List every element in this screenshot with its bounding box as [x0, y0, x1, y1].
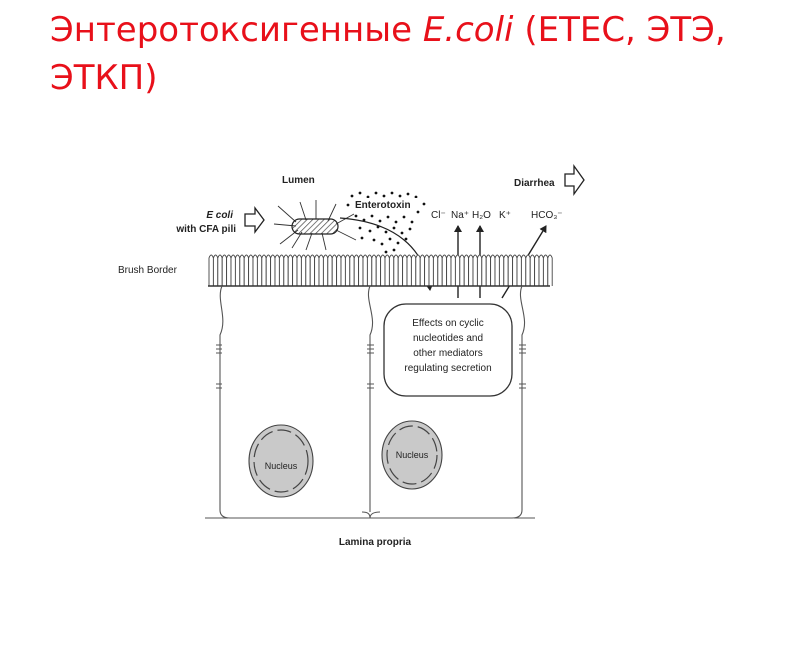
title-part-2: (ETEC, ЭТЭ, ЭТКП) — [50, 10, 726, 98]
effects-line-1: Effects on cyclic — [412, 318, 484, 329]
lumen-label: Lumen — [282, 175, 315, 186]
nucleus-right: Nucleus — [381, 420, 443, 490]
ecoli-bacterium-icon — [273, 200, 357, 251]
ion-h2o-label: H₂O — [472, 210, 491, 221]
diarrhea-label: Diarrhea — [514, 178, 555, 189]
cfa-pili-label: with CFA pili — [175, 224, 236, 235]
title-italic-ecoli: E.coli — [422, 10, 514, 50]
cell-junctions — [216, 344, 526, 389]
nucleus-right-label: Nucleus — [396, 450, 429, 460]
title-part-1: Энтеротоксигенные — [50, 10, 423, 50]
ion-cl-label: Cl⁻ — [431, 210, 446, 221]
brush-border-label: Brush Border — [118, 265, 178, 276]
ecoli-label: E coli — [206, 210, 233, 221]
enterotoxin-particles — [346, 191, 426, 254]
effects-box — [383, 303, 513, 397]
effects-line-4: regulating secretion — [404, 363, 491, 374]
diarrhea-arrow-icon — [564, 163, 585, 197]
effects-line-2: nucleotides and — [413, 333, 483, 344]
nucleus-left-label: Nucleus — [265, 461, 298, 471]
ecoli-arrow-icon — [244, 206, 265, 234]
lamina-propria-label: Lamina propria — [339, 537, 412, 548]
ion-hco3-label: HCO₃⁻ — [531, 210, 563, 221]
brush-border-microvilli — [208, 254, 553, 286]
enterotoxin-label: Enterotoxin — [355, 200, 411, 211]
ion-k-label: K⁺ — [499, 210, 511, 221]
epithelial-cells — [205, 285, 535, 519]
nucleus-left: Nucleus — [248, 424, 314, 498]
ion-na-label: Na⁺ — [451, 210, 469, 221]
effects-line-3: other mediators — [413, 348, 482, 359]
slide-title: Энтеротоксигенные E.coli (ETEC, ЭТЭ, ЭТК… — [50, 6, 750, 102]
